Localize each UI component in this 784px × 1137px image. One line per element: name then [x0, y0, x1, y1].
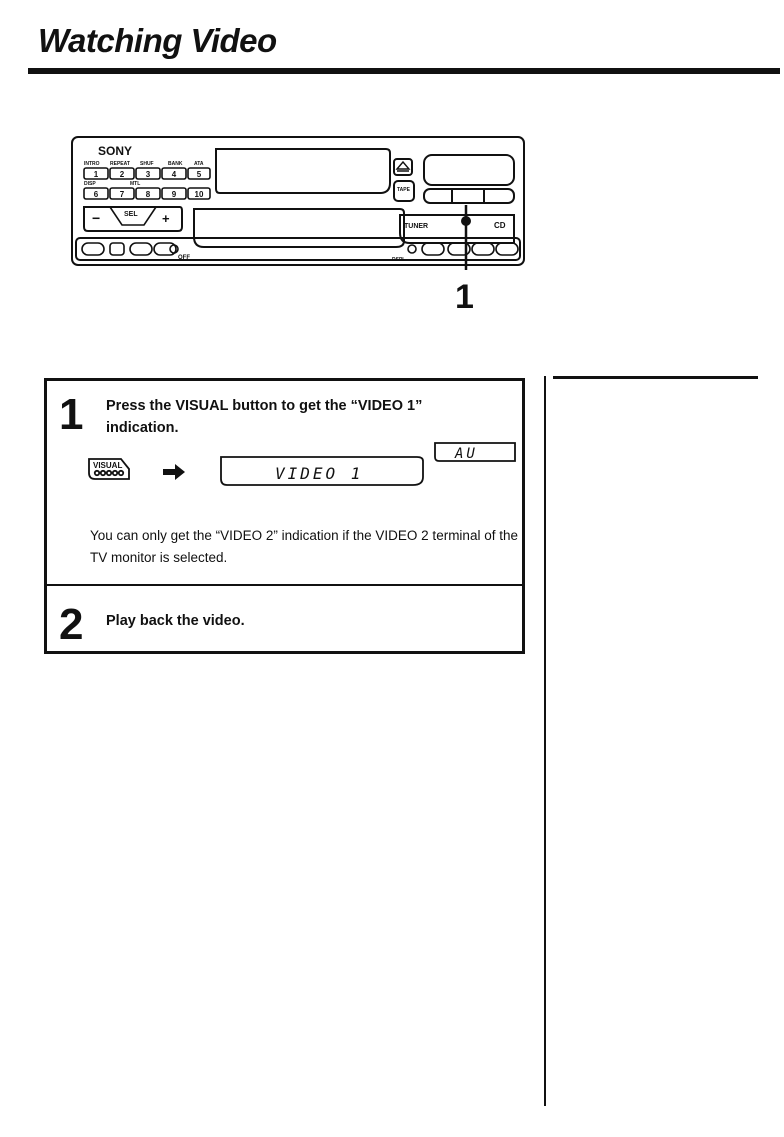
stereo-bottom-strip: [75, 237, 521, 261]
preset-button-7: [109, 187, 135, 200]
label-mtl: MTL: [130, 181, 140, 187]
off-label: OFF: [178, 255, 190, 261]
step-1-number: 1: [59, 390, 84, 439]
lower-display-window: [193, 208, 405, 248]
cassette-slot: [423, 154, 515, 186]
label-bank: BANK: [168, 161, 183, 167]
cd-label: CD: [494, 221, 506, 230]
page-title: Watching Video: [38, 22, 277, 59]
preset-button-4: [161, 167, 187, 180]
tuner-label: TUNER: [404, 223, 428, 230]
dspl-label: DSPL: [392, 257, 405, 263]
bottom-button-8: [495, 242, 519, 256]
bottom-button-4: [153, 242, 177, 256]
tape-label: TAPE: [397, 187, 411, 193]
svg-text:10: 10: [195, 190, 204, 199]
step-1-text: Press the VISUAL button to get the “VIDE…: [106, 398, 423, 436]
stereo-faceplate: [71, 136, 525, 266]
svg-text:5: 5: [197, 170, 202, 179]
step-1-note: You can only get the “VIDEO 2” indicatio…: [90, 528, 518, 565]
mode-indicator-window: [434, 442, 516, 462]
label-shuf: SHUF: [140, 161, 154, 167]
preset-button-8: [135, 187, 161, 200]
visual-button-label: VISUAL: [93, 461, 122, 470]
bottom-button-3: [129, 242, 153, 256]
svg-text:7: 7: [120, 190, 125, 199]
brand-logo: SONY: [98, 144, 132, 158]
svg-text:2: 2: [120, 170, 125, 179]
step-1-display-window: [220, 456, 424, 486]
upper-display-window: [215, 148, 391, 194]
label-intro: INTRO: [84, 161, 100, 167]
bottom-button-2: [109, 242, 125, 256]
step-1-illustration: VISUAL VIDEO 1 AU: [88, 442, 516, 486]
car-stereo-illustration: SONY INTRO REPEAT SHUF BANK ATA DISP MTL…: [71, 136, 525, 270]
svg-text:6: 6: [94, 190, 99, 199]
minus-label: −: [92, 210, 100, 226]
bottom-button-1: [81, 242, 105, 256]
column-divider: [544, 376, 546, 1106]
preset-button-5: [187, 167, 211, 180]
step-2-number: 2: [59, 600, 84, 649]
step-divider: [47, 584, 522, 586]
visual-button-marker: [461, 216, 471, 226]
steps-box: 1 Press the VISUAL button to get the “VI…: [44, 378, 525, 654]
bottom-button-6: [447, 242, 471, 256]
mode-indicator-text: AU: [454, 446, 478, 462]
label-ata: ATA: [194, 161, 204, 167]
sel-label: SEL: [124, 211, 138, 218]
eject-icon: [395, 160, 411, 172]
svg-text:9: 9: [172, 190, 177, 199]
visual-button-icon: [88, 458, 130, 480]
plus-label: +: [162, 211, 170, 226]
label-repeat: REPEAT: [110, 161, 130, 167]
sel-rocker: [83, 206, 183, 232]
step-2-text: Play back the video.: [106, 613, 245, 629]
preset-button-6: [83, 187, 109, 200]
preset-button-9: [161, 187, 187, 200]
dspl-knob: [407, 244, 417, 254]
preset-button-2: [109, 167, 135, 180]
svg-text:1: 1: [94, 170, 99, 179]
bottom-button-7: [471, 242, 495, 256]
seek-bar: [423, 188, 515, 204]
right-column-rule: [553, 376, 758, 379]
tape-button: [393, 180, 415, 202]
preset-button-10: [187, 187, 211, 200]
step-1-display-text: VIDEO 1: [275, 464, 363, 483]
eject-button: [393, 158, 413, 176]
off-knob: [169, 244, 179, 254]
callout-number: 1: [455, 278, 474, 316]
title-rule: [28, 68, 780, 74]
bottom-button-5: [421, 242, 445, 256]
arrow-right-icon: [163, 464, 185, 480]
svg-text:3: 3: [146, 170, 151, 179]
preset-button-3: [135, 167, 161, 180]
svg-text:4: 4: [172, 170, 177, 179]
label-disp: DISP: [84, 181, 96, 187]
svg-text:8: 8: [146, 190, 151, 199]
preset-button-1: [83, 167, 109, 180]
